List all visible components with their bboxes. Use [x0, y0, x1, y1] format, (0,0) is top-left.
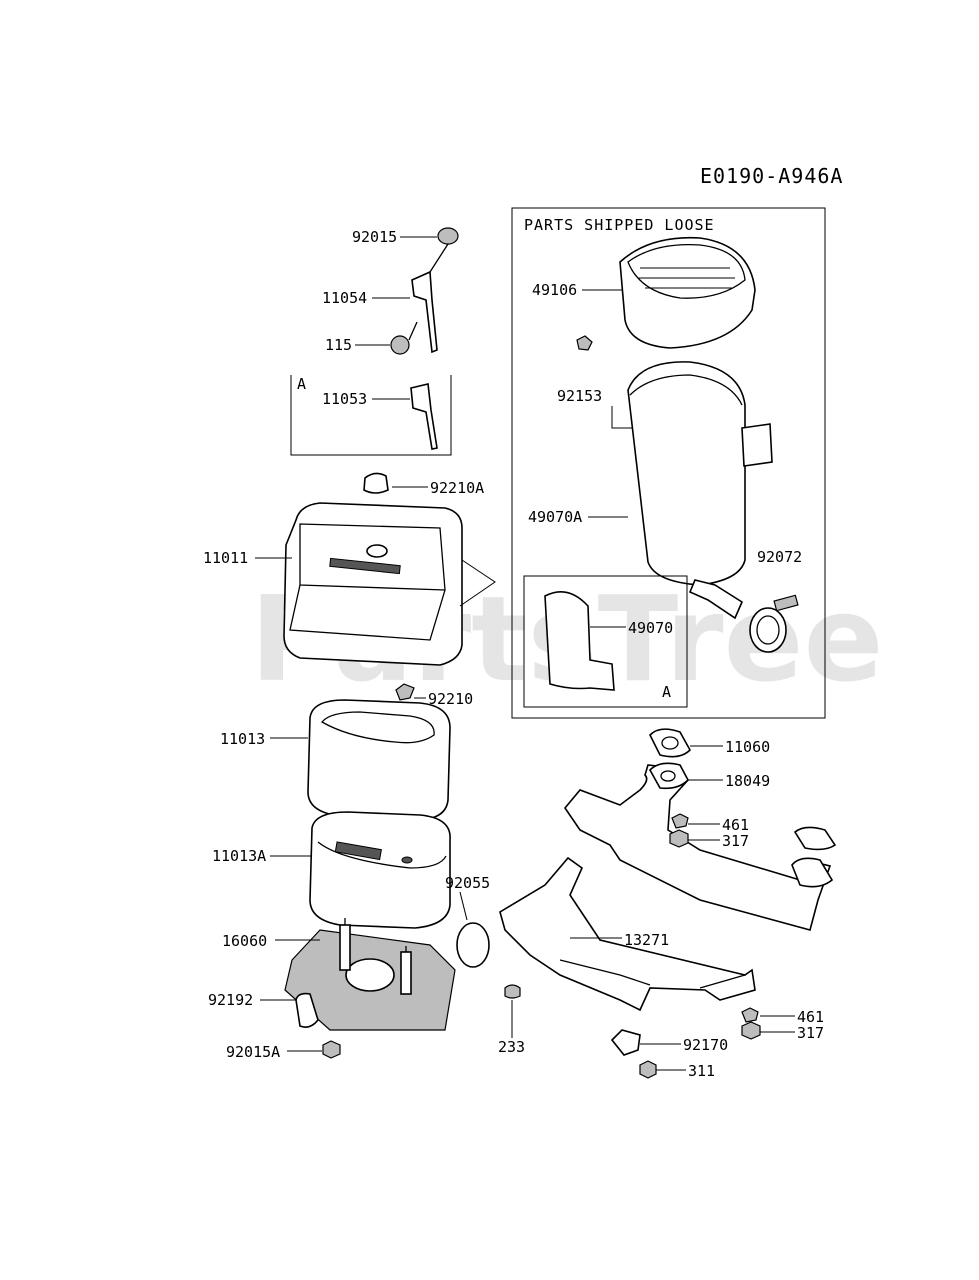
- tube-92192[interactable]: [295, 992, 319, 1028]
- o-ring-92055[interactable]: [456, 922, 490, 968]
- base-plate-16060[interactable]: [284, 918, 456, 1031]
- inset-a-left: A 11053: [290, 375, 452, 456]
- washer-461-bottom[interactable]: [741, 1007, 759, 1023]
- knob-92210A[interactable]: [363, 472, 389, 494]
- inset-a-right-tag: A: [662, 683, 671, 701]
- label-461-bottom: 461: [797, 1008, 824, 1026]
- label-49070: 49070: [628, 619, 673, 637]
- wing-nut-92210[interactable]: [395, 683, 415, 701]
- label-461-top: 461: [722, 816, 749, 834]
- clamp-92072[interactable]: [749, 594, 799, 653]
- diagram-code: E0190-A946A: [700, 164, 843, 188]
- pre-filter-11013[interactable]: [307, 699, 451, 821]
- label-92192: 92192: [208, 991, 253, 1009]
- label-92055: 92055: [445, 874, 490, 892]
- screw-49106[interactable]: [576, 335, 593, 351]
- label-11013: 11013: [220, 730, 265, 748]
- box-title: PARTS SHIPPED LOOSE: [524, 216, 715, 234]
- label-92015A: 92015A: [226, 1043, 280, 1061]
- bolt-115[interactable]: [390, 335, 410, 355]
- nut-92015[interactable]: [437, 227, 459, 245]
- label-11013A: 11013A: [212, 847, 266, 865]
- clamp-92170[interactable]: [610, 1029, 641, 1056]
- label-92210: 92210: [428, 690, 473, 708]
- muffler-49070A[interactable]: [627, 361, 773, 620]
- nut-317-bottom[interactable]: [741, 1021, 761, 1040]
- label-11054: 11054: [322, 289, 367, 307]
- label-115: 115: [325, 336, 352, 354]
- label-18049: 18049: [725, 772, 770, 790]
- label-92072: 92072: [757, 548, 802, 566]
- label-233: 233: [498, 1038, 525, 1056]
- bracket-11053[interactable]: [410, 383, 438, 450]
- label-311: 311: [688, 1062, 715, 1080]
- label-11053: 11053: [322, 390, 367, 408]
- label-317-bottom: 317: [797, 1024, 824, 1042]
- muffler-49070[interactable]: [544, 590, 615, 691]
- label-16060: 16060: [222, 932, 267, 950]
- nut-317-top[interactable]: [669, 829, 689, 848]
- label-11011: 11011: [203, 549, 248, 567]
- label-49070A: 49070A: [528, 508, 582, 526]
- label-11060: 11060: [725, 738, 770, 756]
- gasket-11060[interactable]: [649, 728, 691, 758]
- label-317-top: 317: [722, 832, 749, 850]
- label-49106: 49106: [532, 281, 577, 299]
- inset-a-right: A 49070: [523, 575, 688, 708]
- nut-311[interactable]: [639, 1060, 657, 1079]
- cap-49106[interactable]: [619, 236, 756, 349]
- label-92170: 92170: [683, 1036, 728, 1054]
- air-cleaner-cover-11011[interactable]: [283, 472, 496, 666]
- label-92153: 92153: [557, 387, 602, 405]
- inset-a-left-tag: A: [297, 375, 306, 393]
- parts-shipped-loose-box: PARTS SHIPPED LOOSE 49106 92153 49070A 9…: [511, 207, 826, 719]
- paper-filter-11013A[interactable]: [309, 811, 451, 929]
- label-92015: 92015: [352, 228, 397, 246]
- nut-92015A[interactable]: [322, 1040, 341, 1059]
- bracket-11054[interactable]: [411, 270, 438, 354]
- heat-shield-13271[interactable]: [499, 856, 756, 1012]
- washer-461-top[interactable]: [671, 813, 689, 829]
- bracket-group: [390, 227, 459, 355]
- exhaust-pipe-18049[interactable]: [563, 762, 837, 931]
- label-92210A: 92210A: [430, 479, 484, 497]
- bolt-233[interactable]: [504, 984, 521, 999]
- label-13271: 13271: [624, 931, 669, 949]
